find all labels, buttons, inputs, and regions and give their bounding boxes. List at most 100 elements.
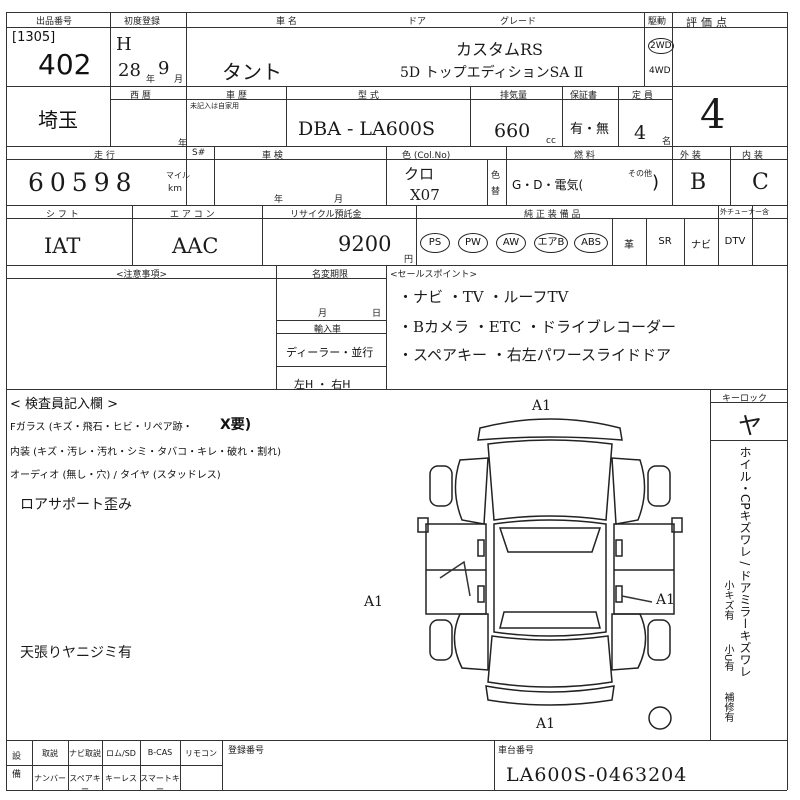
divider — [386, 265, 387, 389]
side-legend: ホイル・CPキズワレ / ドアミラーキズワレ — [738, 446, 752, 678]
footer-remote: リモコン — [185, 749, 217, 758]
row1-bottom — [6, 86, 787, 87]
header-sep — [6, 218, 787, 219]
inspector-title: < 検査員記入欄 > — [10, 397, 119, 412]
equip-navi: ナビ — [691, 240, 711, 251]
keylock-label: キーロック — [722, 394, 768, 404]
model-label: 型 式 — [358, 91, 379, 101]
shaken-month: 月 — [334, 195, 344, 205]
hood-shape — [487, 439, 613, 521]
lot-number: 402 — [38, 48, 92, 81]
header-sep — [276, 278, 386, 279]
divider — [262, 205, 263, 265]
footer-spare-key: スペアキー — [69, 774, 101, 794]
cc-unit: cc — [546, 136, 556, 146]
row2-bottom — [6, 146, 787, 147]
model: DBA - LA600S — [298, 118, 436, 140]
divider — [752, 205, 753, 265]
divider — [672, 12, 673, 205]
equip-sr: SR — [658, 236, 672, 247]
import-label: 輸入車 — [314, 325, 342, 335]
footer-rom-sd: ロム/SD — [106, 749, 136, 758]
color-label: 色 (Col.No) — [402, 151, 451, 161]
footer-smart-key: スマートキー — [140, 774, 180, 794]
car-name: タント — [222, 60, 282, 84]
interior-label: 内 装 — [742, 151, 763, 161]
yen: 円 — [404, 255, 414, 265]
equip-label: 純 正 装 備 品 — [524, 210, 581, 220]
chassis-label: 車台番号 — [498, 746, 535, 756]
equip-aw: AW — [496, 233, 526, 253]
frame-top — [6, 12, 787, 13]
capacity-unit: 名 — [662, 137, 672, 147]
exterior-label: 外 装 — [680, 151, 701, 161]
grade-label: グレード — [500, 17, 537, 27]
footer-sep — [6, 765, 222, 766]
fuel-options: G・D・電気( — [512, 178, 584, 192]
divider — [730, 146, 731, 205]
mark-rear: A1 — [536, 716, 556, 732]
rear-right-wheel-shape — [647, 619, 671, 661]
month-char: 月 — [174, 75, 184, 85]
header-sep — [276, 333, 386, 334]
divider — [506, 146, 507, 205]
fuel-label: 燃 料 — [574, 151, 595, 161]
footer-manual: 取説 — [42, 749, 58, 758]
km-unit: km — [168, 184, 182, 194]
drive-2wd: 2WD — [648, 38, 674, 54]
rear-left-wheel-shape — [429, 619, 453, 661]
left-doors-shape — [425, 523, 487, 615]
handle: 左H ・ 右H — [294, 378, 351, 391]
displacement-label: 排気量 — [500, 91, 528, 101]
shift: IAT — [44, 234, 81, 258]
shaken-label: 車 検 — [262, 151, 283, 161]
footer-bcas: B-CAS — [147, 748, 173, 757]
drive-4wd: 4WD — [649, 66, 671, 76]
side-legend-4: 補修有 — [722, 692, 733, 722]
color: クロ — [404, 165, 435, 183]
ac: AAC — [172, 234, 219, 258]
region: 埼玉 — [38, 108, 78, 132]
frame-left — [6, 12, 7, 790]
divider — [710, 389, 711, 740]
year-char: 年 — [178, 139, 188, 149]
frame-right — [787, 12, 788, 790]
s-label: S# — [192, 148, 206, 158]
chassis-number: LA600S-0463204 — [506, 764, 688, 786]
divider — [416, 205, 417, 265]
score-label: 評価点 — [686, 16, 731, 29]
interior: C — [752, 170, 769, 195]
shaken-year: 年 — [274, 195, 284, 205]
year-char: 年 — [146, 75, 156, 85]
divider — [132, 205, 133, 265]
divider — [110, 86, 111, 146]
mileage-label: 走 行 — [94, 151, 115, 161]
sales-label: <セールスポイント> — [390, 270, 478, 280]
front-right-wheel-shape — [647, 465, 671, 507]
frame-bottom — [6, 790, 787, 791]
warranty-label: 保証書 — [570, 91, 598, 101]
color-change-label: 色替 — [491, 171, 501, 197]
front-left-fender-shape — [454, 457, 489, 525]
footer-keyless: キーレス — [105, 774, 137, 783]
footer-top — [6, 740, 787, 741]
side-legend-3: 小U有 — [722, 644, 733, 672]
meigi-day: 日 — [372, 309, 382, 319]
sales-line3: ・スペアキー ・右左パワースライドドア — [398, 346, 671, 364]
venue-code: [1305] — [12, 30, 56, 45]
header-sep — [672, 27, 787, 28]
row3-bottom — [6, 205, 787, 206]
footer-number: ナンバー — [34, 774, 66, 783]
front-bumper-shape — [477, 418, 623, 441]
inspection-note: 未記入は自家用 — [190, 102, 239, 110]
meigi-month: 月 — [318, 309, 328, 319]
sales-line1: ・ナビ ・TV ・ルーフTV — [398, 288, 569, 306]
caution-label: <注意事項> — [116, 270, 168, 280]
exterior: B — [690, 170, 707, 195]
divider — [684, 218, 685, 265]
lot-label: 出品番号 — [36, 17, 73, 27]
footer-navi-manual: ナビ取説 — [69, 749, 101, 758]
header-sep — [6, 27, 672, 28]
equip-ps: PS — [420, 233, 450, 253]
header-sep — [6, 159, 787, 160]
